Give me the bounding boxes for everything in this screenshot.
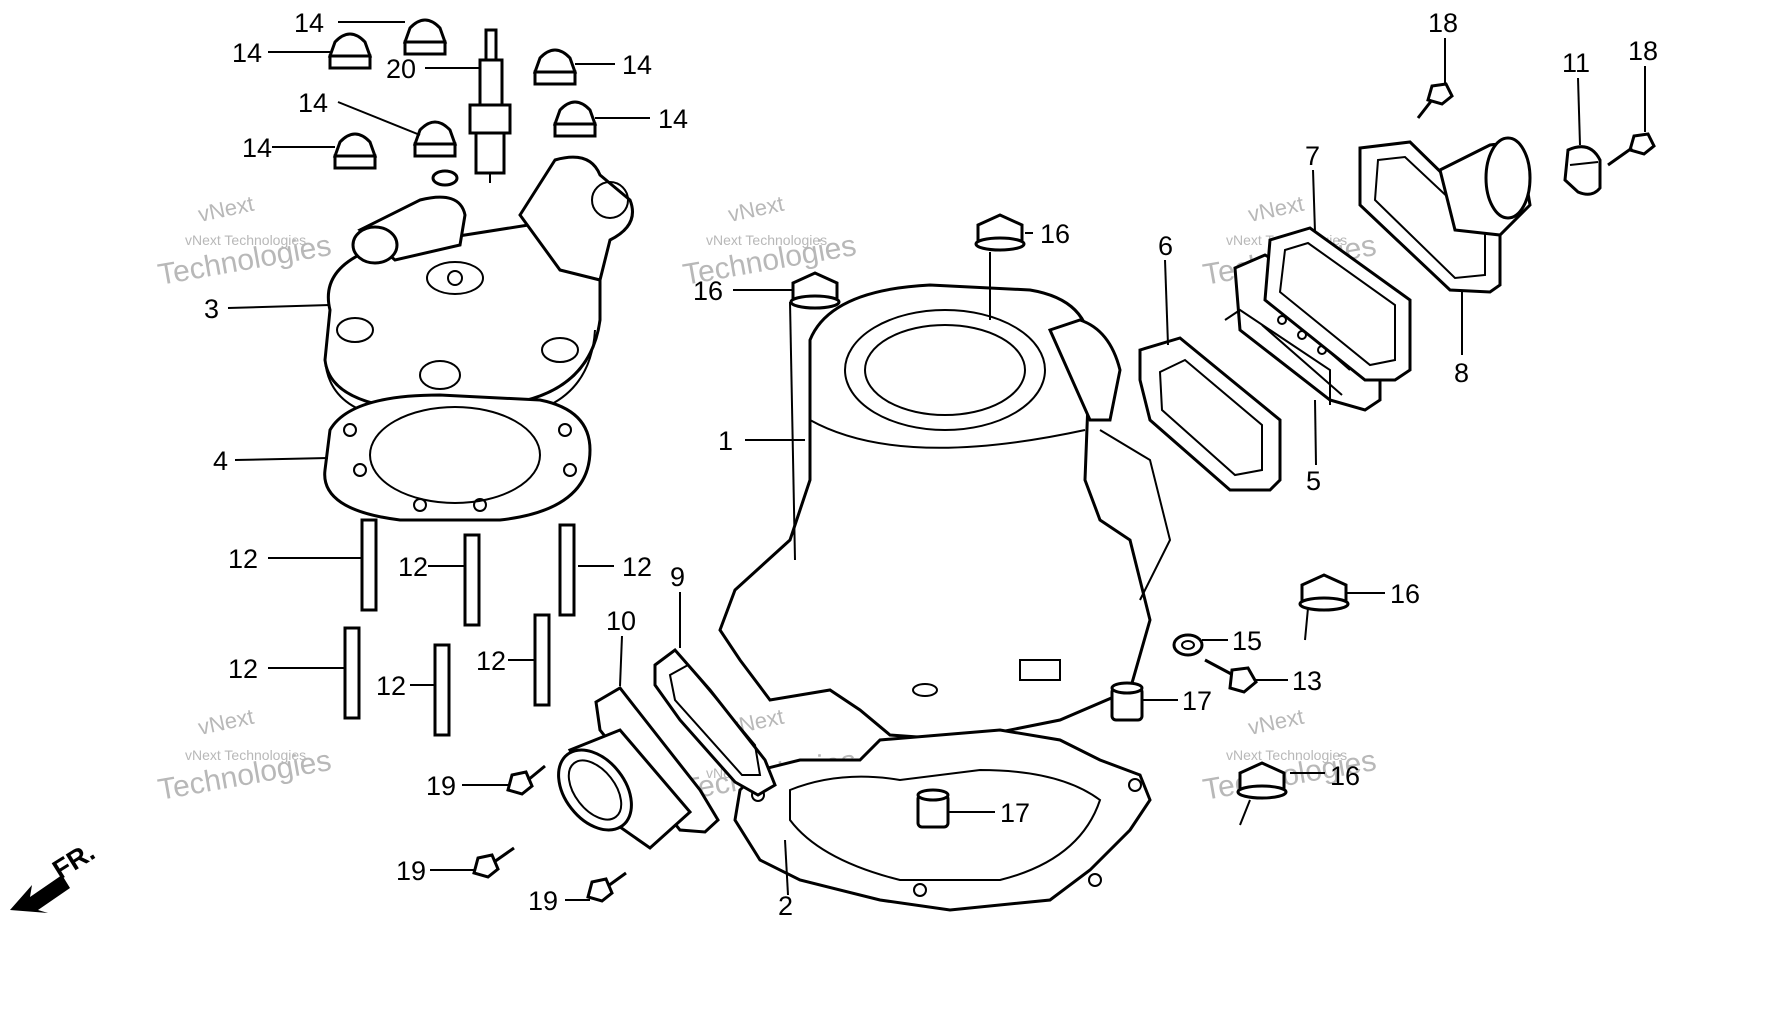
callout-19-c: 19: [528, 886, 558, 916]
callout-18-a: 18: [1428, 8, 1458, 38]
exhaust-gasket: [653, 647, 777, 797]
washer: [1172, 633, 1204, 657]
callout-18-b: 18: [1628, 36, 1658, 66]
intake-gasket: [1263, 226, 1412, 382]
callout-16-a: 16: [1040, 219, 1070, 249]
stud-bolts: [343, 518, 576, 737]
svg-text:vNext Technologies: vNext Technologies: [1226, 747, 1347, 763]
svg-text:vNext: vNext: [726, 191, 786, 227]
callout-12-e: 12: [476, 646, 506, 676]
svg-text:vNext Technologies: vNext Technologies: [185, 232, 306, 248]
callout-17-a: 17: [1182, 686, 1212, 716]
callout-8: 8: [1454, 358, 1469, 388]
exhaust-joint: [557, 686, 720, 850]
reed-gasket: [1138, 336, 1282, 492]
svg-text:vNext Technologies: vNext Technologies: [185, 747, 306, 763]
svg-text:vNext: vNext: [196, 704, 256, 740]
front-direction-arrow-icon: FR.: [10, 837, 100, 913]
callout-14-d: 14: [298, 88, 328, 118]
callout-12-d: 12: [228, 654, 258, 684]
svg-text:vNext: vNext: [196, 191, 256, 227]
leader-lines: [227, 21, 1646, 901]
cylinder-head: [323, 155, 634, 422]
callout-15: 15: [1232, 626, 1262, 656]
head-gasket: [323, 393, 592, 522]
callout-2: 2: [778, 891, 793, 921]
callout-20: 20: [386, 54, 416, 84]
callout-19-b: 19: [396, 856, 426, 886]
svg-text:vNext Technologies: vNext Technologies: [706, 232, 827, 248]
callout-19-a: 19: [426, 771, 456, 801]
svg-text:vNext: vNext: [1246, 704, 1306, 740]
svg-text:FR.: FR.: [47, 837, 100, 885]
callout-1: 1: [718, 426, 733, 456]
callouts: 14 14 14 14 14 14 20 3 4 12 12 12 12 12 …: [204, 8, 1658, 921]
watermark-bottom-right: vNext vNext Technologies Technologies: [1200, 704, 1378, 807]
callout-11: 11: [1562, 48, 1590, 78]
callout-16-d: 16: [1330, 761, 1360, 791]
watermark-bottom-left: vNext vNext Technologies Technologies: [155, 704, 333, 807]
callout-16-c: 16: [1390, 579, 1420, 609]
callout-13: 13: [1292, 666, 1322, 696]
dowel-pins: [916, 681, 1144, 829]
bolts-18: [1416, 82, 1656, 167]
flange-nuts: [789, 213, 1350, 800]
callout-12-c: 12: [622, 552, 652, 582]
callout-17-b: 17: [1000, 798, 1030, 828]
cap-nuts: [327, 18, 598, 170]
callout-12-f: 12: [376, 671, 406, 701]
callout-14-a: 14: [294, 8, 324, 38]
callout-7: 7: [1305, 141, 1320, 171]
watermark-top-left: vNext vNext Technologies Technologies: [155, 191, 333, 292]
callout-6: 6: [1158, 231, 1173, 261]
callout-14-f: 14: [242, 133, 272, 163]
callout-12-a: 12: [228, 544, 258, 574]
callout-14-e: 14: [658, 104, 688, 134]
callout-14-b: 14: [232, 38, 262, 68]
callout-16-b: 16: [693, 276, 723, 306]
cylinder: [718, 283, 1172, 742]
bolts-19: [472, 764, 627, 903]
svg-text:vNext: vNext: [1246, 191, 1306, 227]
callout-4: 4: [213, 446, 228, 476]
clamp: [1563, 145, 1602, 196]
callout-14-c: 14: [622, 50, 652, 80]
callout-9: 9: [670, 562, 685, 592]
spark-plug: [468, 28, 512, 183]
callout-10: 10: [606, 606, 636, 636]
intake-manifold: [1358, 136, 1532, 294]
callout-3: 3: [204, 294, 219, 324]
callout-12-b: 12: [398, 552, 428, 582]
flange-bolt-13: [1204, 658, 1258, 694]
callout-5: 5: [1306, 466, 1321, 496]
